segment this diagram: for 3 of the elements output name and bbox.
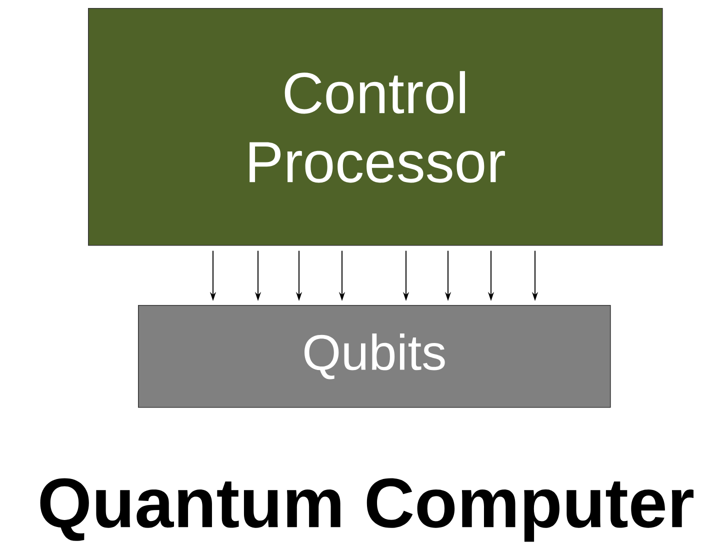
title: Quantum Computer bbox=[40, 478, 694, 542]
qubits-box: Qubits bbox=[138, 305, 611, 408]
processor-box: Control Processor bbox=[88, 8, 663, 246]
